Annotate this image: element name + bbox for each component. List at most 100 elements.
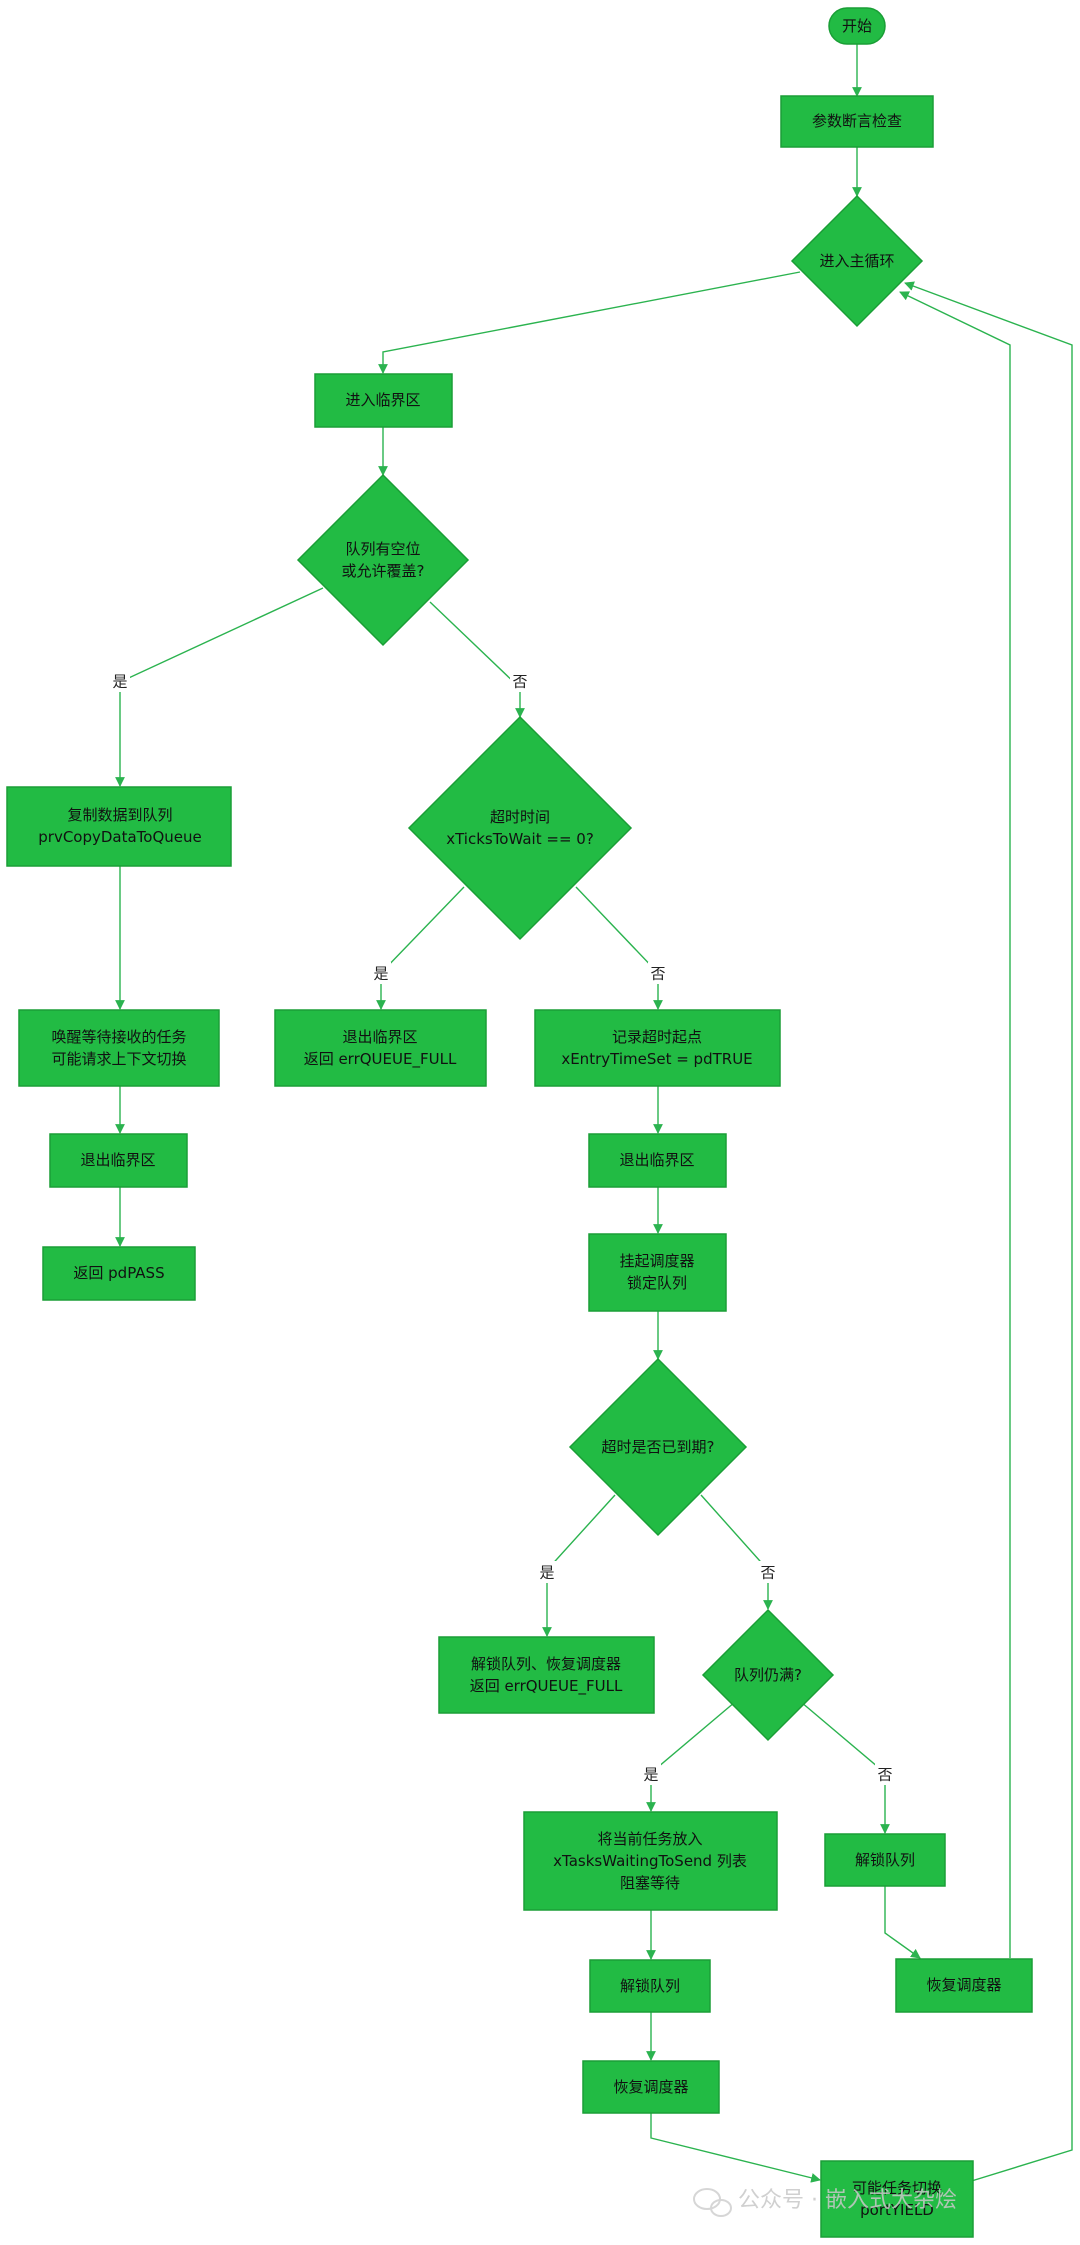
node-label-line: 解锁队列 <box>855 1851 915 1869</box>
edge-labels: 是 否 是 否 是 否 是 否 <box>110 670 895 1785</box>
wechat-icon <box>693 2188 732 2217</box>
node-suspend-scheduler-text: 挂起调度器锁定队列 <box>619 1252 694 1292</box>
node-queue-space: 队列有空位或允许覆盖? <box>296 473 470 647</box>
edge-resume-to-switch <box>650 2113 821 2183</box>
node-label-line: 超时是否已到期? <box>602 1438 715 1456</box>
edge-expired-no <box>700 1494 773 1610</box>
node-enter-critical-text: 进入临界区 <box>345 391 420 409</box>
edge-resume-a-to-loop <box>899 291 1011 1958</box>
node-timeout-expired-text: 超时是否已到期? <box>602 1438 715 1456</box>
node-param-check: 参数断言检查 <box>780 95 934 148</box>
node-timeout-check-text: 超时时间 xTicksToWait == 0? <box>446 808 594 848</box>
edge-loop-to-critical <box>378 271 801 374</box>
node-exit-critical-a: 退出临界区 <box>49 1133 188 1188</box>
node-label-line: 返回 errQUEUE_FULL <box>304 1050 457 1069</box>
node-exit-critical-b-text: 退出临界区 <box>619 1151 694 1169</box>
node-label-line: 恢复调度器 <box>613 2078 688 2096</box>
svg-text:否: 否 <box>877 1766 892 1784</box>
node-label-line: 退出临界区 <box>342 1028 417 1046</box>
node-label-line: 返回 pdPASS <box>73 1264 164 1282</box>
node-copy-data-text: 复制数据到队列 prvCopyDataToQueue <box>38 806 202 846</box>
node-label-line: 队列仍满? <box>734 1666 802 1684</box>
node-maybe-switch-text: 可能任务切换 portYIELD <box>852 2179 942 2219</box>
node-resume-scheduler-a: 恢复调度器 <box>895 1958 1033 2013</box>
node-unlock-full: 解锁队列、恢复调度器返回 errQUEUE_FULL <box>438 1636 655 1714</box>
nodes: 开始 参数断言检查 进入主循环 进入临界区 队列有空位或允许覆盖? 复制数据到队… <box>6 7 1033 2238</box>
node-timeout-check: 超时时间 xTicksToWait == 0? <box>407 715 633 941</box>
node-exit-critical-full: 退出临界区返回 errQUEUE_FULL <box>274 1009 487 1087</box>
node-label-line: xTicksToWait == 0? <box>446 830 594 848</box>
node-label-line: 队列有空位 <box>345 540 420 558</box>
node-label-line: 可能任务切换 <box>852 2179 942 2197</box>
edge-expired-yes <box>542 1494 616 1637</box>
edge-timeout-no <box>575 886 663 1010</box>
node-label-line: 开始 <box>842 17 872 35</box>
svg-text:是: 是 <box>539 1564 554 1582</box>
watermark-text: 公众号 · 嵌入式大杂烩 <box>738 2188 957 2213</box>
node-timeout-expired: 超时是否已到期? <box>568 1357 748 1537</box>
node-queue-still-full-text: 队列仍满? <box>734 1666 802 1684</box>
svg-text:否: 否 <box>650 965 665 983</box>
node-label-line: 将当前任务放入 <box>597 1830 702 1848</box>
edge-label-stillfull-no: 否 <box>875 1763 895 1785</box>
svg-text:否: 否 <box>512 673 527 691</box>
node-wake-tasks: 唤醒等待接收的任务可能请求上下文切换 <box>18 1009 220 1087</box>
node-suspend-scheduler: 挂起调度器锁定队列 <box>588 1233 727 1312</box>
node-start-text: 开始 <box>842 17 872 35</box>
edge-switch-to-loop <box>904 281 1073 2184</box>
node-label-line: 退出临界区 <box>619 1151 694 1169</box>
node-exit-critical-full-text: 退出临界区返回 errQUEUE_FULL <box>304 1028 457 1069</box>
node-label-line: 阻塞等待 <box>620 1874 680 1892</box>
node-label-line: prvCopyDataToQueue <box>38 828 202 846</box>
node-return-pass: 返回 pdPASS <box>42 1246 196 1301</box>
node-exit-critical-b: 退出临界区 <box>588 1133 727 1188</box>
node-label-line: 可能请求上下文切换 <box>51 1050 186 1068</box>
node-resume-scheduler-a-text: 恢复调度器 <box>926 1976 1001 1994</box>
node-label-line: 进入主循环 <box>819 252 894 270</box>
node-label-line: portYIELD <box>860 2201 934 2219</box>
node-unlock-queue-b-text: 解锁队列 <box>620 1977 680 1995</box>
node-wake-tasks-text: 唤醒等待接收的任务可能请求上下文切换 <box>51 1028 186 1068</box>
node-label-line: 挂起调度器 <box>619 1252 694 1270</box>
node-main-loop-text: 进入主循环 <box>819 252 894 270</box>
node-copy-data: 复制数据到队列 prvCopyDataToQueue <box>6 786 232 867</box>
edge-label-space-yes: 是 <box>110 670 130 692</box>
node-return-pass-text: 返回 pdPASS <box>73 1264 164 1282</box>
node-main-loop: 进入主循环 <box>790 194 924 328</box>
node-queue-still-full: 队列仍满? <box>701 1608 835 1742</box>
edge-space-no <box>429 601 525 718</box>
svg-text:是: 是 <box>643 1766 658 1784</box>
node-start: 开始 <box>828 7 886 45</box>
node-label-line: 超时时间 <box>490 808 550 826</box>
node-label-line: xEntryTimeSet = pdTRUE <box>561 1050 752 1068</box>
edge-label-expired-yes: 是 <box>537 1561 557 1583</box>
edge-stillfull-no <box>800 1701 890 1834</box>
node-unlock-queue-a: 解锁队列 <box>824 1833 946 1887</box>
edge-label-timeout-yes: 是 <box>371 962 391 984</box>
node-unlock-full-text: 解锁队列、恢复调度器返回 errQUEUE_FULL <box>470 1655 623 1696</box>
node-exit-critical-a-text: 退出临界区 <box>80 1151 155 1169</box>
node-resume-scheduler-b-text: 恢复调度器 <box>613 2078 688 2096</box>
edge-stillfull-yes <box>646 1701 736 1812</box>
edge-label-stillfull-yes: 是 <box>641 1763 661 1785</box>
node-maybe-switch: 可能任务切换 portYIELD <box>820 2160 974 2238</box>
node-label-line: 锁定队列 <box>627 1274 687 1292</box>
node-resume-scheduler-b: 恢复调度器 <box>582 2060 720 2114</box>
node-label-line: 或允许覆盖? <box>342 562 425 580</box>
node-label-line: 退出临界区 <box>80 1151 155 1169</box>
node-label-line: 解锁队列、恢复调度器 <box>471 1655 621 1673</box>
edge-unlock-a-to-resume-a <box>884 1886 921 1959</box>
svg-text:是: 是 <box>112 673 127 691</box>
node-label-line: 唤醒等待接收的任务 <box>51 1028 186 1046</box>
edge-label-expired-no: 否 <box>758 1561 778 1583</box>
node-label-line: 进入临界区 <box>345 391 420 409</box>
node-label-line: 解锁队列 <box>620 1977 680 1995</box>
node-label-line: 复制数据到队列 <box>67 806 172 824</box>
node-queue-space-text: 队列有空位或允许覆盖? <box>342 540 425 580</box>
node-unlock-queue-b: 解锁队列 <box>589 1959 711 2013</box>
edge-timeout-yes <box>376 886 465 1010</box>
